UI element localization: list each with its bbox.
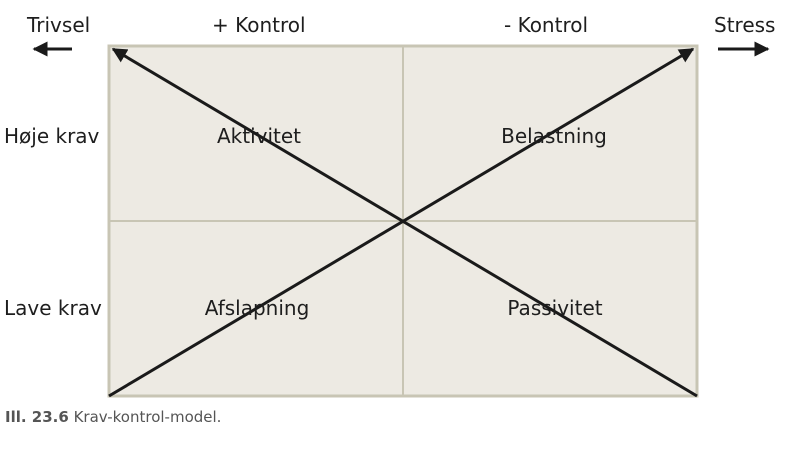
caption-number: Ill. 23.6: [5, 408, 69, 426]
quadrant-belastning-label: Belastning: [501, 124, 607, 148]
plus-control-label: + Kontrol: [212, 13, 306, 37]
quadrant-passivitet-label: Passivitet: [507, 296, 603, 320]
quadrant-afslapning-label: Afslapning: [204, 296, 310, 320]
figure-caption: Ill. 23.6 Krav-kontrol-model.: [5, 408, 221, 426]
low-demand-label: Lave krav: [4, 296, 102, 320]
trivsel-diagonal-arrow: [111, 47, 698, 398]
trivsel-label: Trivsel: [27, 13, 91, 37]
high-demand-label: Høje krav: [4, 124, 100, 148]
stress-label: Stress: [714, 13, 776, 37]
caption-text: Krav-kontrol-model.: [73, 408, 222, 426]
quadrant-aktivitet-label: Aktivitet: [216, 124, 302, 148]
stress-diagonal-arrow: [108, 47, 695, 398]
minus-control-label: - Kontrol: [504, 13, 589, 37]
